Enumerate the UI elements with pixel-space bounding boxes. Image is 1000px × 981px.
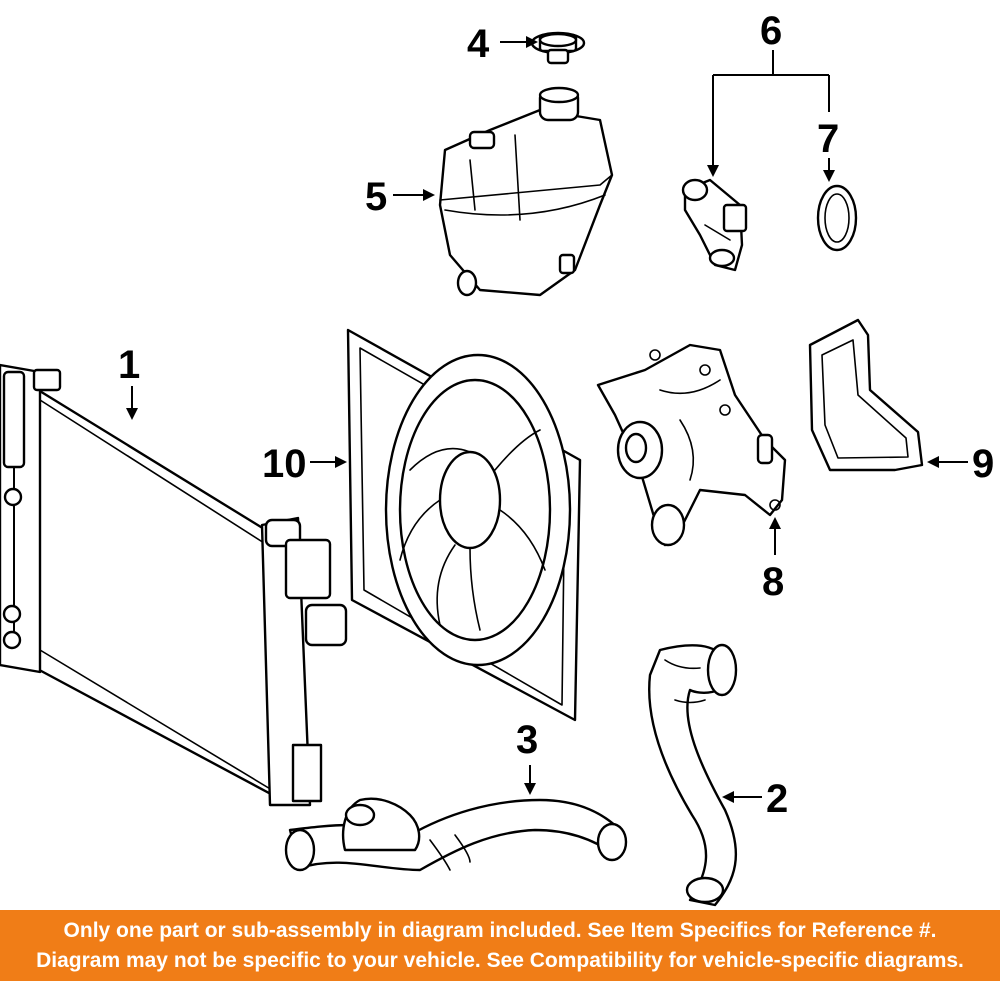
fan-shroud-part: [346, 328, 582, 722]
disclaimer-line-1: Only one part or sub-assembly in diagram…: [63, 918, 937, 942]
callout-7: 7: [817, 117, 839, 161]
thermostat-housing-part: [681, 178, 748, 272]
upper-hose-part: [284, 797, 628, 872]
callout-5: 5: [365, 175, 387, 219]
arrowhead-7: [823, 170, 835, 182]
cooling-system-diagram: 1 2 3 4 5 6 7 8 9 10: [0, 9, 994, 907]
arrowhead-1: [126, 408, 138, 420]
callout-3: 3: [516, 718, 538, 762]
gasket-part: [808, 318, 924, 472]
disclaimer-line-2: Diagram may not be specific to your vehi…: [36, 948, 964, 972]
arrowhead-2: [722, 791, 734, 803]
arrowhead-10: [335, 456, 347, 468]
callout-4: 4: [467, 22, 490, 66]
callout-8: 8: [762, 560, 784, 604]
seal-ring-part: [816, 184, 858, 252]
lower-hose-part: [648, 643, 738, 907]
callout-1: 1: [118, 343, 140, 387]
arrowhead-6: [707, 165, 719, 177]
disclaimer-banner: Only one part or sub-assembly in diagram…: [0, 910, 1000, 981]
callout-numbers: 1 2 3 4 5 6 7 8 9 10: [118, 9, 994, 821]
arrowhead-8: [769, 517, 781, 529]
radiator-part: [0, 363, 348, 807]
arrowhead-9: [927, 456, 939, 468]
callout-9: 9: [972, 442, 994, 486]
arrowhead-5: [423, 189, 435, 201]
expansion-reservoir-part: [438, 86, 614, 297]
arrowhead-4: [526, 36, 538, 48]
callout-10: 10: [262, 442, 307, 486]
leader-lines: [126, 36, 968, 803]
arrowhead-3: [524, 783, 536, 795]
callout-6: 6: [760, 9, 782, 53]
reservoir-cap-part: [530, 31, 586, 65]
callout-2: 2: [766, 777, 788, 821]
water-pump-part: [596, 343, 787, 547]
